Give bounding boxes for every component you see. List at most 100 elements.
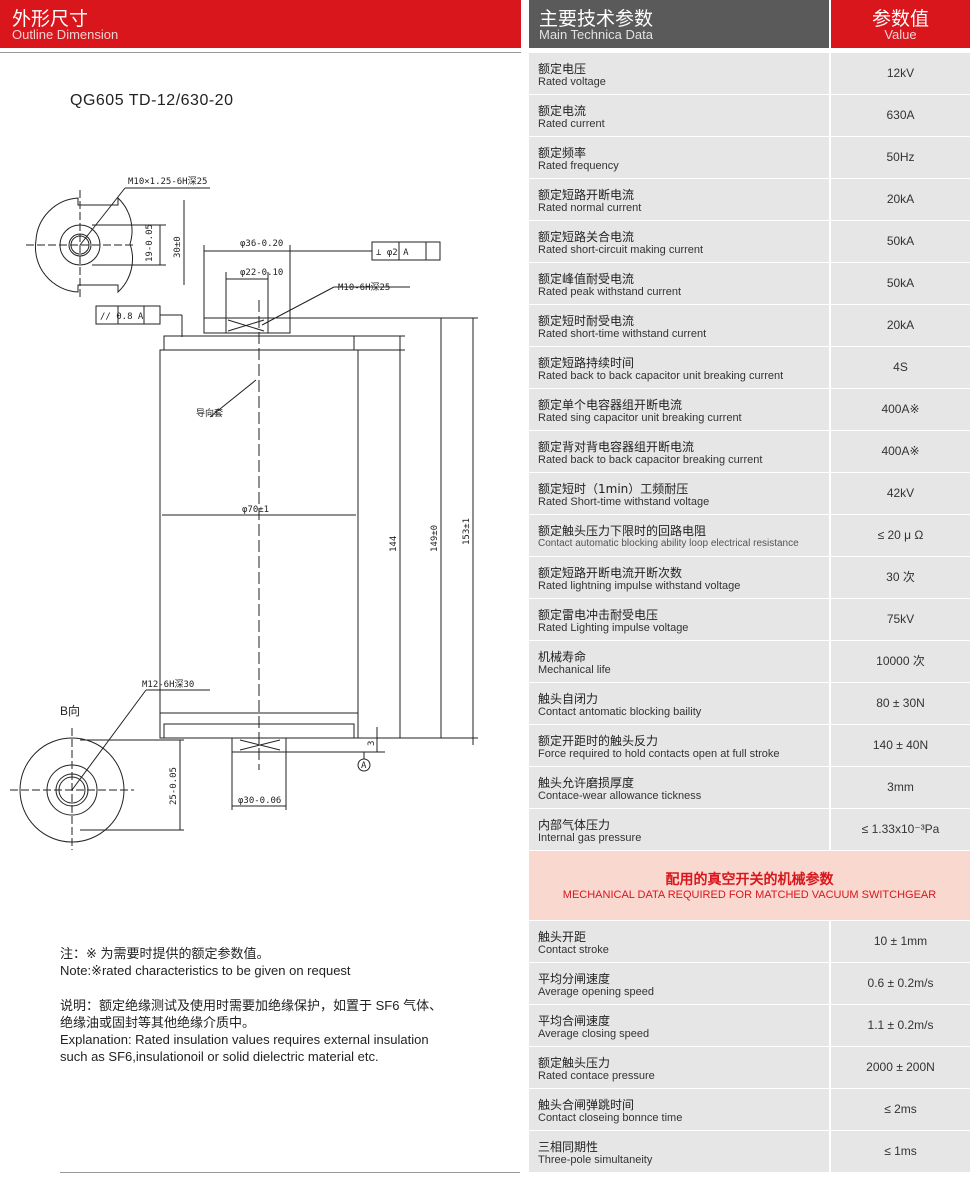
dim-30-label: 30±0: [173, 236, 183, 258]
param-name-en: Three-pole simultaneity: [538, 1154, 653, 1166]
param-name-zh: 额定开距时的触头反力: [538, 734, 659, 748]
param-name-en: Contact antomatic blocking baility: [538, 706, 702, 718]
param-value: ≤ 1ms: [831, 1131, 970, 1172]
param-name-en: Rated back to back capacitor unit breaki…: [538, 370, 784, 382]
param-name-zh: 额定短路开断电流: [538, 188, 635, 202]
dia30-label: φ30-0.06: [238, 796, 281, 806]
param-name-en: Rated Short-time withstand voltage: [538, 496, 710, 508]
param-name-en: Rated short-time withstand current: [538, 328, 707, 340]
outline-header: 外形尺寸 Outline Dimension: [0, 0, 521, 48]
value-title-cell: 参数值 Value: [831, 0, 970, 48]
param-name-zh: 触头开距: [538, 930, 587, 944]
param-name-en: Rated voltage: [538, 76, 606, 88]
param-name-en: Internal gas pressure: [538, 832, 642, 844]
param-name-zh: 三相同期性: [538, 1140, 599, 1154]
param-name-en: Mechanical life: [538, 664, 611, 676]
param-name-zh: 内部气体压力: [538, 818, 611, 832]
parallel-tolerance-label: // 0.8 A: [100, 312, 144, 322]
dia36-label: φ36-0.20: [240, 239, 283, 249]
param-name-zh: 触头合闸弹跳时间: [538, 1098, 635, 1112]
param-name-en: Rated back to back capacitor breaking cu…: [538, 454, 763, 466]
view-b-label: B向: [60, 703, 80, 718]
h149-label: 149±0: [430, 525, 440, 552]
param-name-zh: 额定雷电冲击耐受电压: [538, 608, 659, 622]
param-value: 3mm: [831, 767, 970, 808]
mechanical-title-en: MECHANICAL DATA REQUIRED FOR MATCHED VAC…: [562, 889, 937, 901]
param-value: 400A※: [831, 389, 970, 430]
param-value: 10000 次: [831, 641, 970, 682]
notes: 注：※ 为需要时提供的额定参数值。 Note:※rated characteri…: [60, 945, 500, 1065]
param-value: 140 ± 40N: [831, 725, 970, 766]
tech-data-title-en: Main Technica Data: [539, 27, 653, 42]
param-name-zh: 平均分闸速度: [538, 972, 611, 986]
param-value: 12kV: [831, 53, 970, 94]
param-name-en: Rated peak withstand current: [538, 286, 682, 298]
perp-tolerance-label: ⊥ φ2 A: [376, 248, 409, 258]
param-name-zh: 触头自闭力: [538, 692, 599, 706]
param-value: ≤ 2ms: [831, 1089, 970, 1130]
explanation-zh-2: 绝缘油或固封等其他绝缘介质中。: [60, 1015, 256, 1030]
param-name-en: Rated contace pressure: [538, 1070, 655, 1082]
m10-thread-label: M10-6H深25: [338, 282, 390, 293]
param-value: 400A※: [831, 431, 970, 472]
param-value: ≤ 1.33x10⁻³Pa: [831, 809, 970, 850]
bottom-view: [10, 689, 210, 850]
note-zh: 注：※ 为需要时提供的额定参数值。: [60, 946, 270, 961]
outline-drawing: M10×1.25-6H深25 19-0.05 30±0 φ36-0.20 ⊥ φ…: [10, 176, 478, 850]
param-value: 4S: [831, 347, 970, 388]
top-view: [26, 187, 210, 300]
h153-label: 153±1: [462, 518, 472, 545]
param-name-zh: 额定触头压力: [538, 1056, 611, 1070]
tech-data-header: 主要技术参数 Main Technica Data 参数值 Value: [529, 0, 970, 48]
dim-19-label: 19-0.05: [145, 224, 155, 262]
value-title-zh: 参数值: [871, 8, 929, 30]
param-name-zh: 额定单个电容器组开断电流: [538, 398, 683, 412]
param-name-zh: 额定峰值耐受电流: [538, 272, 635, 286]
param-name-zh: 额定电流: [538, 104, 587, 118]
param-name-zh: 额定短路开断电流开断次数: [538, 566, 683, 580]
param-name-en: Average opening speed: [538, 986, 655, 998]
dim-25-label: 25-0.05: [169, 767, 179, 805]
param-name-en: Contact closeing bonnce time: [538, 1112, 683, 1124]
value-title-en: Value: [884, 27, 917, 42]
param-name-zh: 额定短时耐受电流: [538, 314, 635, 328]
param-value: 630A: [831, 95, 970, 136]
param-name-en: Contact stroke: [538, 944, 609, 956]
param-value: ≤ 20 μ Ω: [831, 515, 970, 556]
param-name-zh: 额定背对背电容器组开断电流: [538, 440, 695, 454]
top-thread-label: M10×1.25-6H深25: [128, 176, 207, 187]
explanation-zh-1: 说明：额定绝缘测试及使用时需要加绝缘保护，如置于 SF6 气体、: [60, 998, 443, 1013]
param-value: 50kA: [831, 263, 970, 304]
param-name-en: Rated lightning impulse withstand voltag…: [538, 580, 741, 592]
